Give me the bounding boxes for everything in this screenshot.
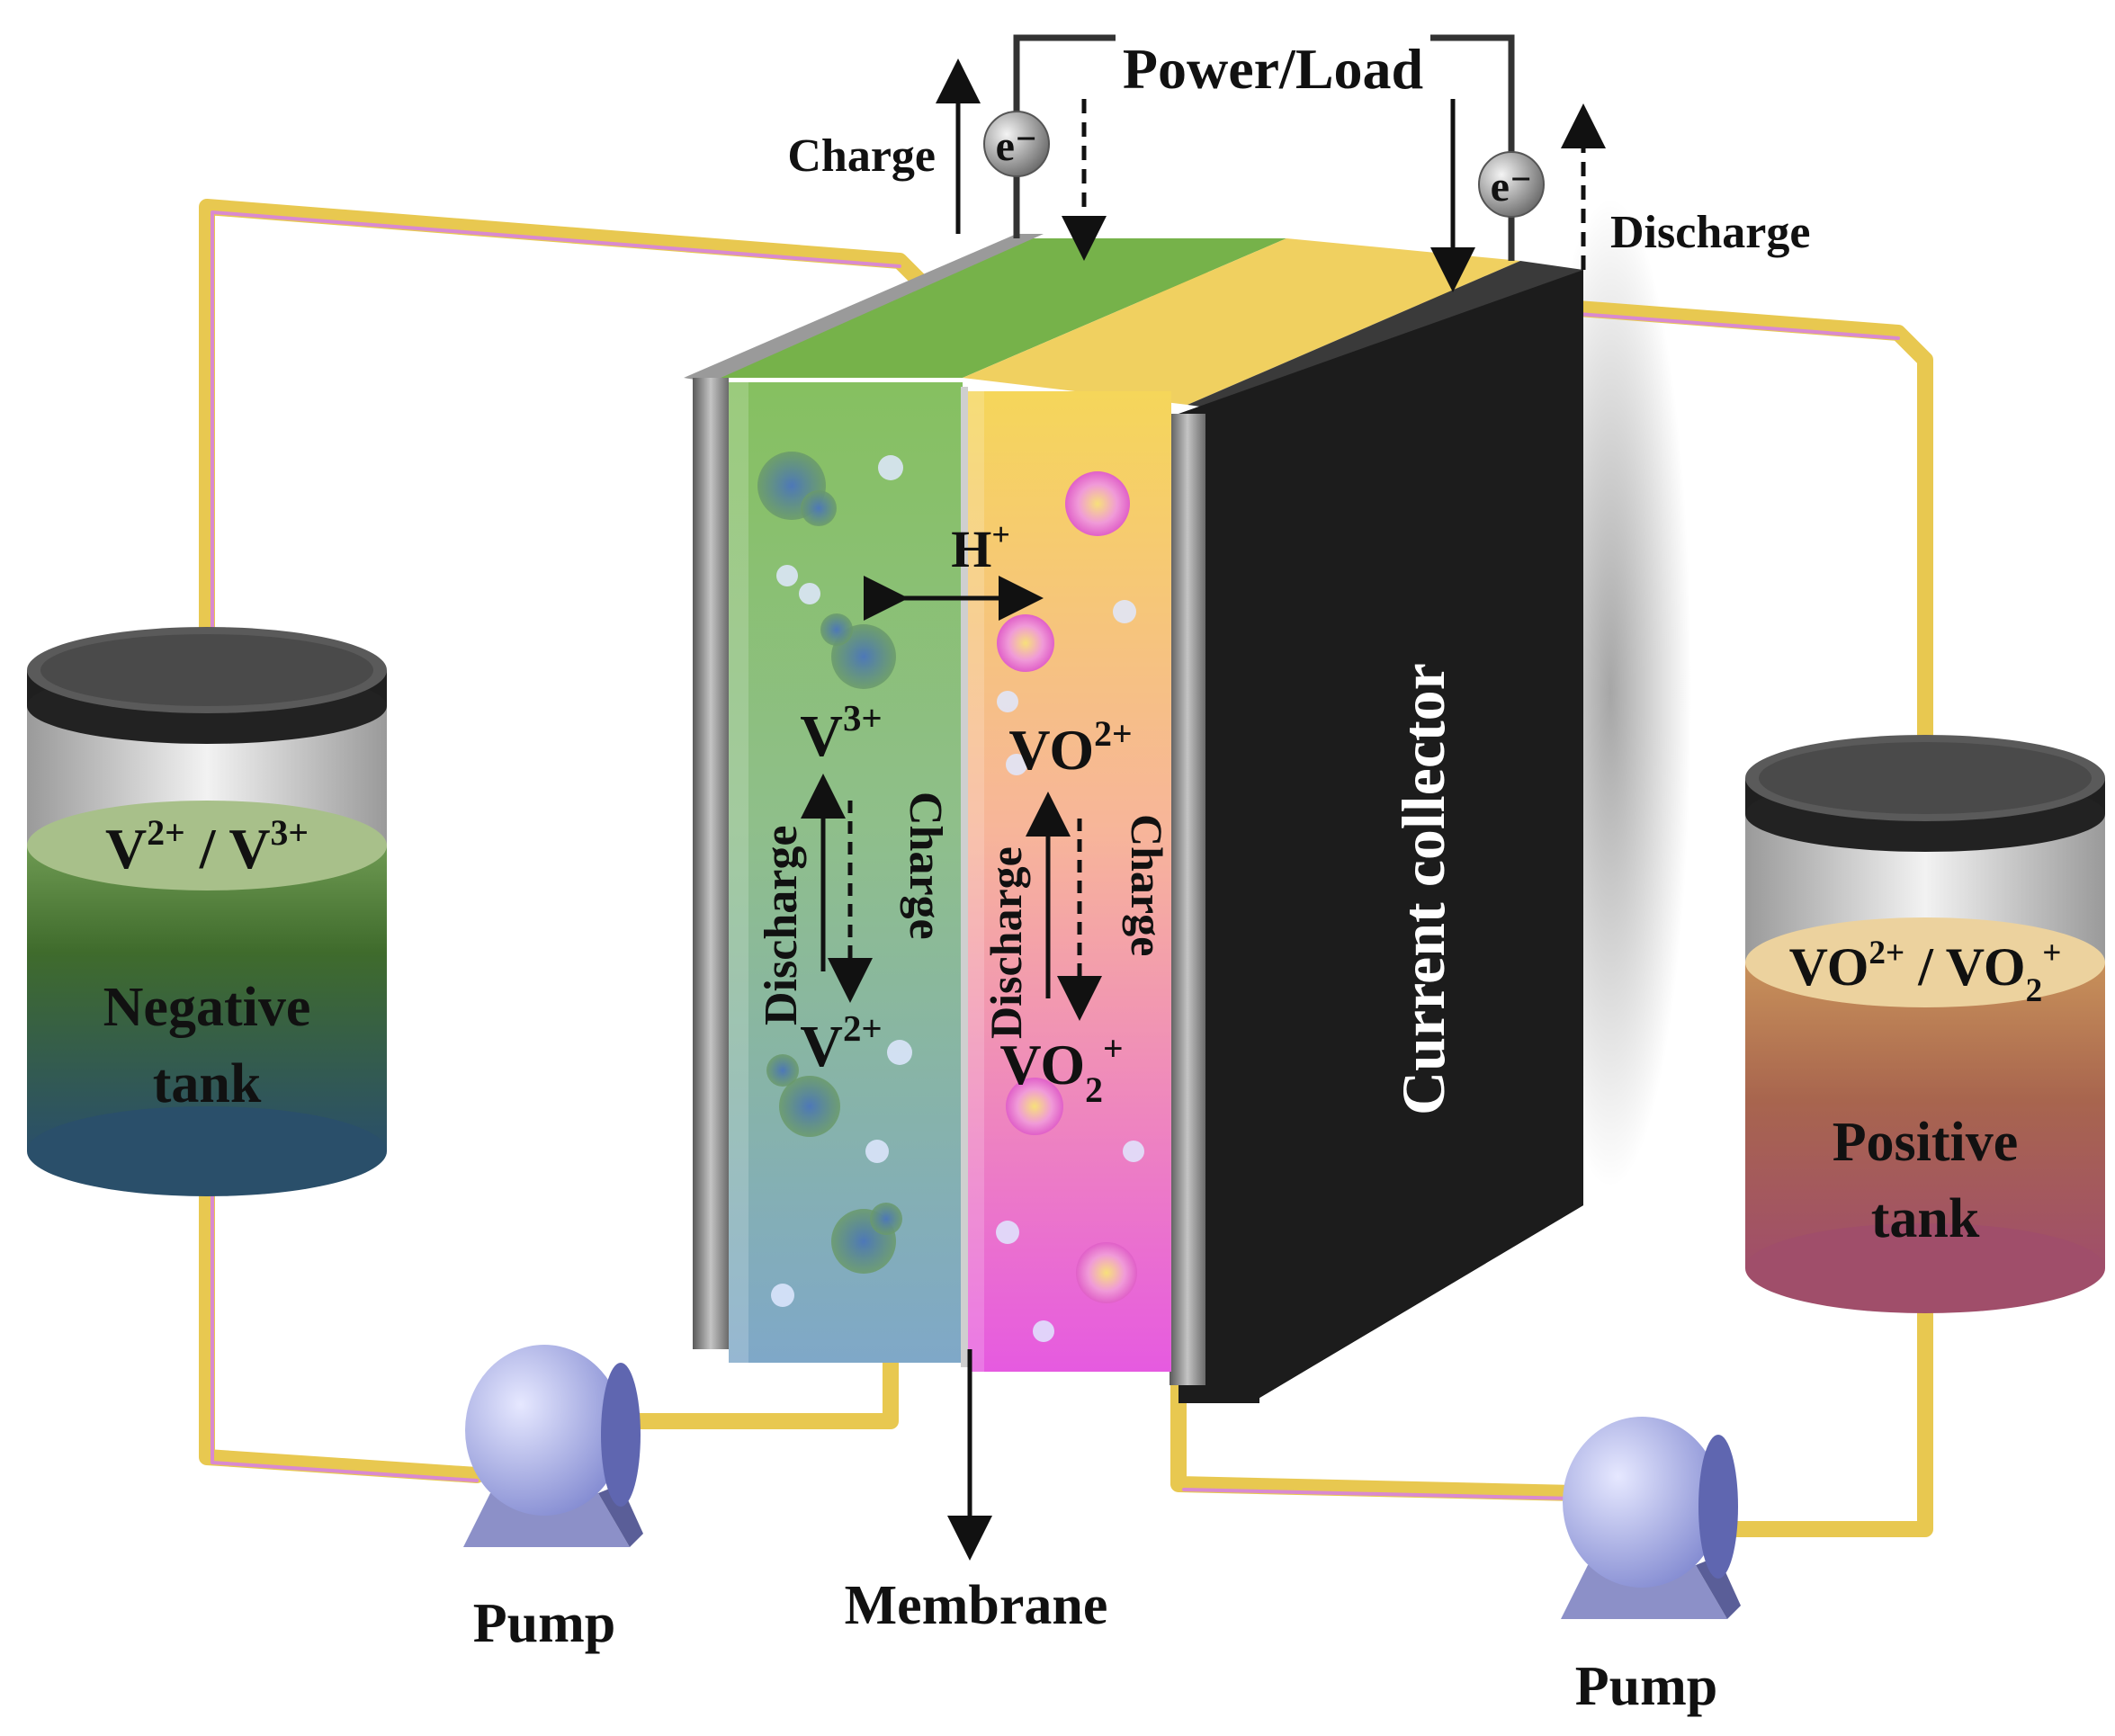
positive-reaction-arrows: [1026, 792, 1102, 1021]
proton-label: H+: [951, 516, 1010, 578]
electron-right: e⁻: [1478, 151, 1545, 218]
positive-tank-name-2: tank: [1871, 1188, 1980, 1249]
negative-tank: [27, 627, 387, 1196]
membrane-label: Membrane: [845, 1575, 1108, 1636]
current-collector-label: Current collector: [1389, 663, 1457, 1115]
negative-tank-name-2: tank: [153, 1053, 262, 1114]
discharge-top-label: Discharge: [1610, 207, 1810, 258]
pump-left-icon: [463, 1345, 643, 1547]
svg-text:e⁻: e⁻: [996, 122, 1038, 170]
negative-reaction-arrows: [801, 774, 873, 1003]
collector-front: [1178, 270, 1583, 1403]
positive-top-species: VO2+: [1008, 714, 1132, 782]
positive-bottom-species: VO2+: [999, 1029, 1123, 1110]
power-load-label: Power/Load: [1123, 37, 1423, 101]
negative-top-species: V3+: [800, 698, 882, 769]
pump-right-label: Pump: [1575, 1656, 1717, 1717]
electron-left: e⁻: [983, 111, 1050, 177]
positive-charge-label: Charge: [1122, 814, 1172, 956]
negative-half-cell: [729, 382, 963, 1363]
svg-text:e⁻: e⁻: [1491, 163, 1533, 210]
positive-tank-species: VO2+ / VO2+: [1789, 935, 2062, 1009]
negative-tank-name-1: Negative: [103, 977, 311, 1038]
cell-top-positive: [963, 238, 1520, 405]
charge-top-label: Charge: [787, 130, 936, 182]
top-arrows: [936, 58, 1606, 292]
negative-tank-species: V2+ / V3+: [105, 813, 309, 881]
pipe-negative-bottom: [199, 1161, 899, 1483]
positive-discharge-label: Discharge: [981, 846, 1031, 1039]
frame-right: [1170, 414, 1205, 1385]
pipe-positive-bottom: [1170, 1278, 1933, 1537]
positive-ion-bubbles: [996, 471, 1144, 1342]
negative-charge-label: Charge: [900, 792, 951, 940]
positive-tank: [1745, 735, 2105, 1313]
negative-discharge-label: Discharge: [756, 826, 807, 1025]
membrane-sheet: [961, 387, 968, 1367]
flow-cell: [684, 234, 1583, 1403]
pump-left-label: Pump: [473, 1593, 615, 1654]
positive-half-cell: [968, 391, 1171, 1372]
pump-right-icon: [1561, 1417, 1741, 1619]
cell-top-frame: [684, 234, 1044, 382]
negative-bottom-species: V2+: [800, 1008, 882, 1079]
positive-tank-name-1: Positive: [1833, 1112, 2019, 1173]
cell-top-negative: [693, 238, 1286, 378]
frame-left: [693, 378, 729, 1349]
negative-ion-bubbles: [757, 452, 912, 1307]
